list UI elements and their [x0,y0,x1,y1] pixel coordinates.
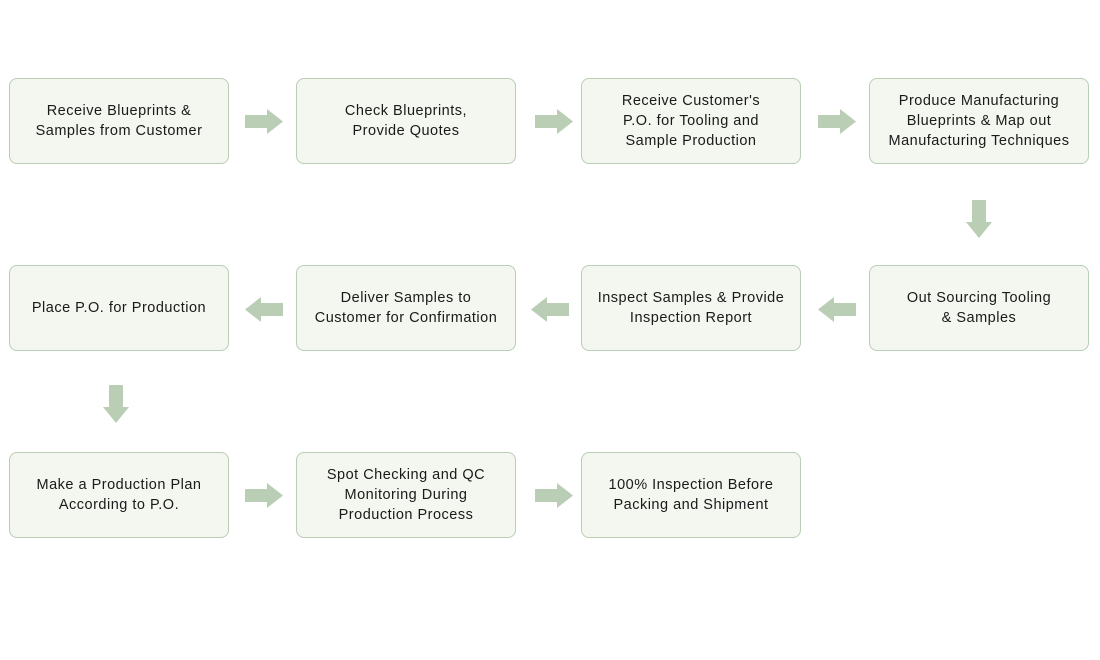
arrow-right-icon [535,483,573,508]
step-label: Produce Manufacturing Blueprints & Map o… [888,93,1070,149]
step-label: Place P.O. for Production [31,300,207,316]
arrow-right-icon [535,109,573,134]
step-label: Deliver Samples to Customer for Confirma… [314,290,498,326]
step-out-sourcing: Out Sourcing Tooling & Samples [869,265,1089,351]
arrow-right-icon [245,483,283,508]
arrow-right-icon [818,109,856,134]
arrow-left-icon [531,297,569,322]
step-label: 100% Inspection Before Packing and Shipm… [608,477,774,513]
step-label: Receive Blueprints & Samples from Custom… [35,103,203,139]
step-spot-checking: Spot Checking and QC Monitoring During P… [296,452,516,538]
arrow-left-icon [245,297,283,322]
step-production-plan: Make a Production Plan According to P.O. [9,452,229,538]
step-place-po: Place P.O. for Production [9,265,229,351]
step-label: Inspect Samples & Provide Inspection Rep… [597,290,785,326]
step-label: Receive Customer's P.O. for Tooling and … [621,93,761,149]
step-deliver-samples: Deliver Samples to Customer for Confirma… [296,265,516,351]
step-inspect-samples: Inspect Samples & Provide Inspection Rep… [581,265,801,351]
arrow-down-icon [966,200,992,238]
step-label: Make a Production Plan According to P.O. [36,477,202,513]
step-receive-blueprints: Receive Blueprints & Samples from Custom… [9,78,229,164]
arrow-down-icon [103,385,129,423]
arrow-right-icon [245,109,283,134]
step-label: Spot Checking and QC Monitoring During P… [326,467,486,523]
step-label: Check Blueprints, Provide Quotes [344,103,468,139]
step-check-blueprints: Check Blueprints, Provide Quotes [296,78,516,164]
step-final-inspection: 100% Inspection Before Packing and Shipm… [581,452,801,538]
step-receive-po: Receive Customer's P.O. for Tooling and … [581,78,801,164]
arrow-left-icon [818,297,856,322]
step-label: Out Sourcing Tooling & Samples [906,290,1052,326]
step-produce-manufacturing: Produce Manufacturing Blueprints & Map o… [869,78,1089,164]
